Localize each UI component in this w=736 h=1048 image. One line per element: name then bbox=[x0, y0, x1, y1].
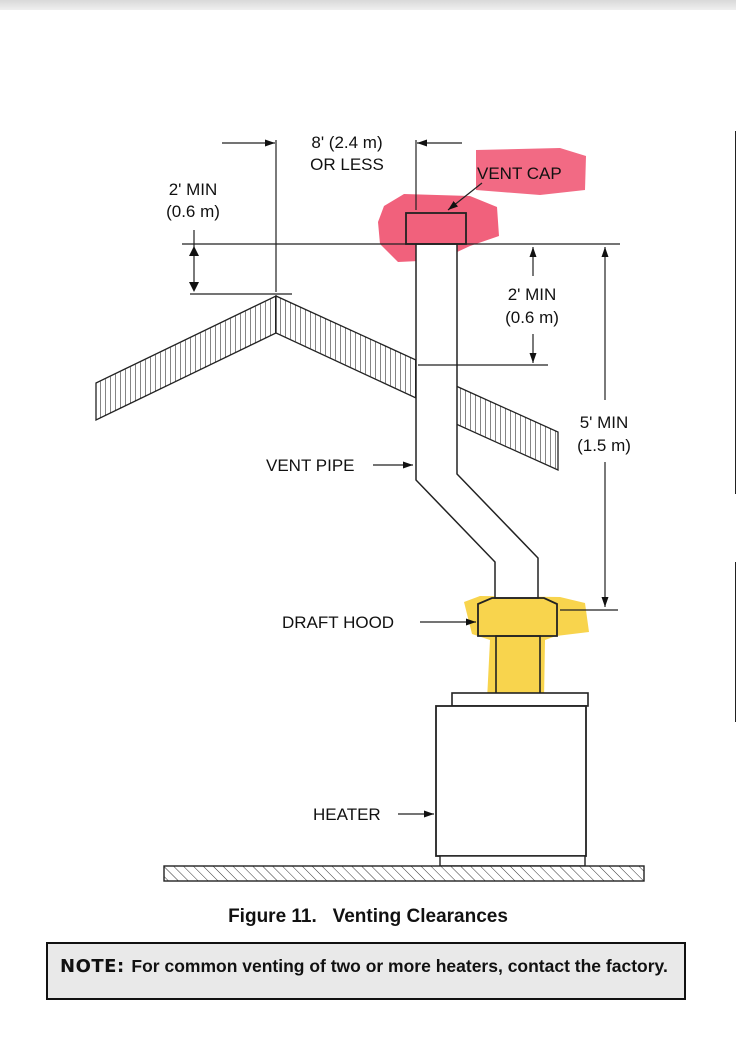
draft-hood bbox=[477, 597, 558, 637]
heater-base bbox=[439, 855, 586, 867]
figure-caption: Figure 11. Venting Clearances bbox=[228, 906, 508, 927]
heater-body bbox=[435, 705, 587, 857]
max-spacing-label-line2: OR LESS bbox=[310, 155, 384, 174]
height-min-label-line1: 5' MIN bbox=[580, 413, 629, 432]
height-min-label-line2: (1.5 m) bbox=[577, 436, 631, 455]
note-text: For common venting of two or more heater… bbox=[131, 956, 668, 976]
vent-cap-highlight bbox=[378, 194, 499, 262]
roof-right-upper bbox=[275, 294, 417, 400]
vent-cap-label: VENT CAP bbox=[477, 164, 562, 183]
vent-cap-highlight-top bbox=[476, 148, 586, 195]
vent-cap-leader bbox=[447, 182, 483, 211]
vent-pipe-label: VENT PIPE bbox=[266, 456, 355, 475]
note-box: NOTE: For common venting of two or more … bbox=[46, 942, 686, 1000]
left-min-label-line1: 2' MIN bbox=[169, 180, 218, 199]
left-min-label-line2: (0.6 m) bbox=[166, 202, 220, 221]
roof-left bbox=[95, 294, 277, 422]
note-label: NOTE: bbox=[60, 956, 132, 977]
draft-hood-label: DRAFT HOOD bbox=[282, 613, 394, 632]
left-min-arrow-up bbox=[189, 246, 199, 256]
top-bar bbox=[0, 0, 736, 10]
floor bbox=[163, 865, 645, 882]
roof-right-lower bbox=[455, 384, 559, 472]
left-min-arrow-down bbox=[189, 282, 199, 292]
heater-label: HEATER bbox=[313, 805, 381, 824]
right-min-label-line1: 2' MIN bbox=[508, 285, 557, 304]
max-spacing-label-line1: 8' (2.4 m) bbox=[311, 133, 382, 152]
venting-clearances-diagram: 8' (2.4 m) OR LESS 2' MIN (0.6 m) VENT C… bbox=[95, 131, 736, 882]
heater-top-plate bbox=[451, 692, 589, 707]
right-min-label-line2: (0.6 m) bbox=[505, 308, 559, 327]
